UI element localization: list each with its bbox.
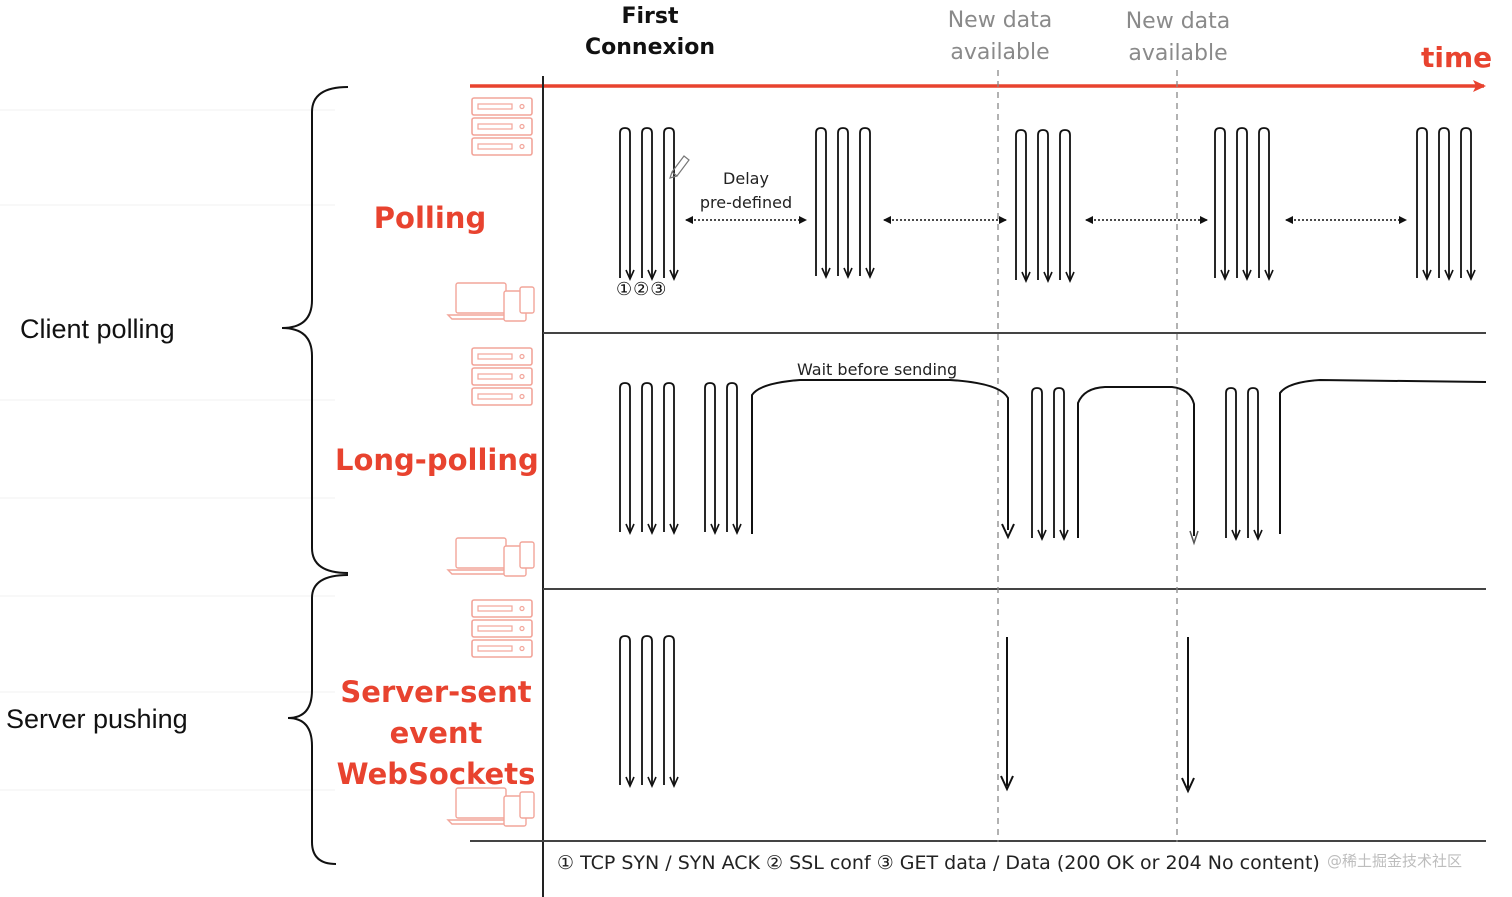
longpoll-group-2-loop-1 (704, 382, 720, 535)
row-label-long-polling: Long-polling (335, 443, 539, 477)
group-label-server-pushing: Server pushing (6, 704, 188, 734)
header-new-data-1-line1: New data (947, 8, 1053, 33)
header-new-data-2: New data available (1098, 6, 1258, 70)
wait-annotation: Wait before sending (797, 360, 958, 379)
pencil-icon (669, 155, 690, 179)
longpoll-group-2-loop-2 (726, 382, 742, 535)
wait-curves (751, 378, 1487, 538)
header-first-connexion: First Connexion (570, 1, 730, 63)
request-loops (619, 127, 1476, 788)
polling-group-5-loop-1 (1416, 127, 1432, 281)
polling-group-3-loop-3 (1059, 129, 1075, 283)
wait-arrowhead-2 (1189, 530, 1199, 546)
longpoll-group-1-loop-1 (619, 382, 635, 535)
polling-group-4-loop-1 (1214, 127, 1230, 281)
polling-group-5-loop-2 (1438, 127, 1454, 281)
row-label-sse-line2: event (389, 716, 483, 750)
longpoll-group-4-loop-1 (1225, 387, 1241, 541)
delay-annotation: Delay pre-defined (690, 167, 802, 215)
polling-group-4-loop-3 (1258, 127, 1274, 281)
header-new-data-1-line2: available (950, 40, 1050, 65)
header-new-data-2-line1: New data (1125, 9, 1231, 34)
delay-annotation-line2: pre-defined (699, 193, 793, 212)
row-label-polling: Polling (373, 201, 487, 235)
row-label-sse-line1: Server-sent (340, 675, 532, 709)
header-first-connexion-line1: First (621, 4, 679, 29)
push-arrows (1000, 637, 1195, 794)
client-icon-long-polling (446, 537, 535, 577)
client-icon-polling (446, 282, 535, 322)
polling-group-1-loop-3 (663, 127, 679, 281)
polling-group-4-loop-2 (1236, 127, 1252, 281)
endpoint-icons (446, 97, 535, 827)
server-icon-long-polling (471, 347, 533, 406)
delay-annotation-line1: Delay (723, 169, 769, 188)
row-label-sse-websockets: Server-sent event WebSockets (336, 672, 536, 795)
brace-server-pushing (287, 574, 349, 865)
polling-group-3-loop-2 (1037, 129, 1053, 283)
group-label-client-polling: Client polling (20, 314, 175, 344)
polling-group-2-loop-2 (837, 127, 853, 279)
longpoll-group-3-loop-2 (1053, 387, 1069, 541)
polling-group-2-loop-3 (859, 127, 875, 279)
push-group-1-loop-2 (641, 635, 657, 788)
step-markers: ①②③ (616, 279, 668, 300)
watermark: @稀土掘金技术社区 (1327, 852, 1463, 870)
server-icon-push (471, 599, 533, 658)
longpoll-group-1-loop-3 (663, 382, 679, 535)
wait-arrowhead-1 (1001, 523, 1015, 540)
brace-client-polling (281, 86, 349, 574)
header-first-connexion-line2: Connexion (584, 35, 715, 60)
client-icon-push (446, 787, 535, 827)
longpoll-group-1-loop-2 (641, 382, 657, 535)
polling-group-2-loop-1 (815, 127, 831, 279)
longpoll-group-4-loop-2 (1247, 387, 1263, 541)
polling-group-3-loop-1 (1015, 129, 1031, 283)
polling-group-1-loop-1 (619, 127, 635, 281)
polling-group-1-loop-2 (641, 127, 657, 281)
push-group-1-loop-3 (663, 635, 679, 788)
header-new-data-1: New data available (920, 5, 1080, 69)
header-new-data-2-line2: available (1128, 41, 1228, 66)
row-label-sse-line3: WebSockets (336, 757, 536, 791)
time-axis-label: time (1421, 41, 1493, 74)
longpoll-group-3-loop-1 (1031, 387, 1047, 541)
push-group-1-loop-1 (619, 635, 635, 788)
server-icon-polling (471, 97, 533, 156)
legend-text: ① TCP SYN / SYN ACK ② SSL conf ③ GET dat… (557, 852, 1320, 874)
polling-group-5-loop-3 (1460, 127, 1476, 281)
background-grid (0, 109, 335, 791)
